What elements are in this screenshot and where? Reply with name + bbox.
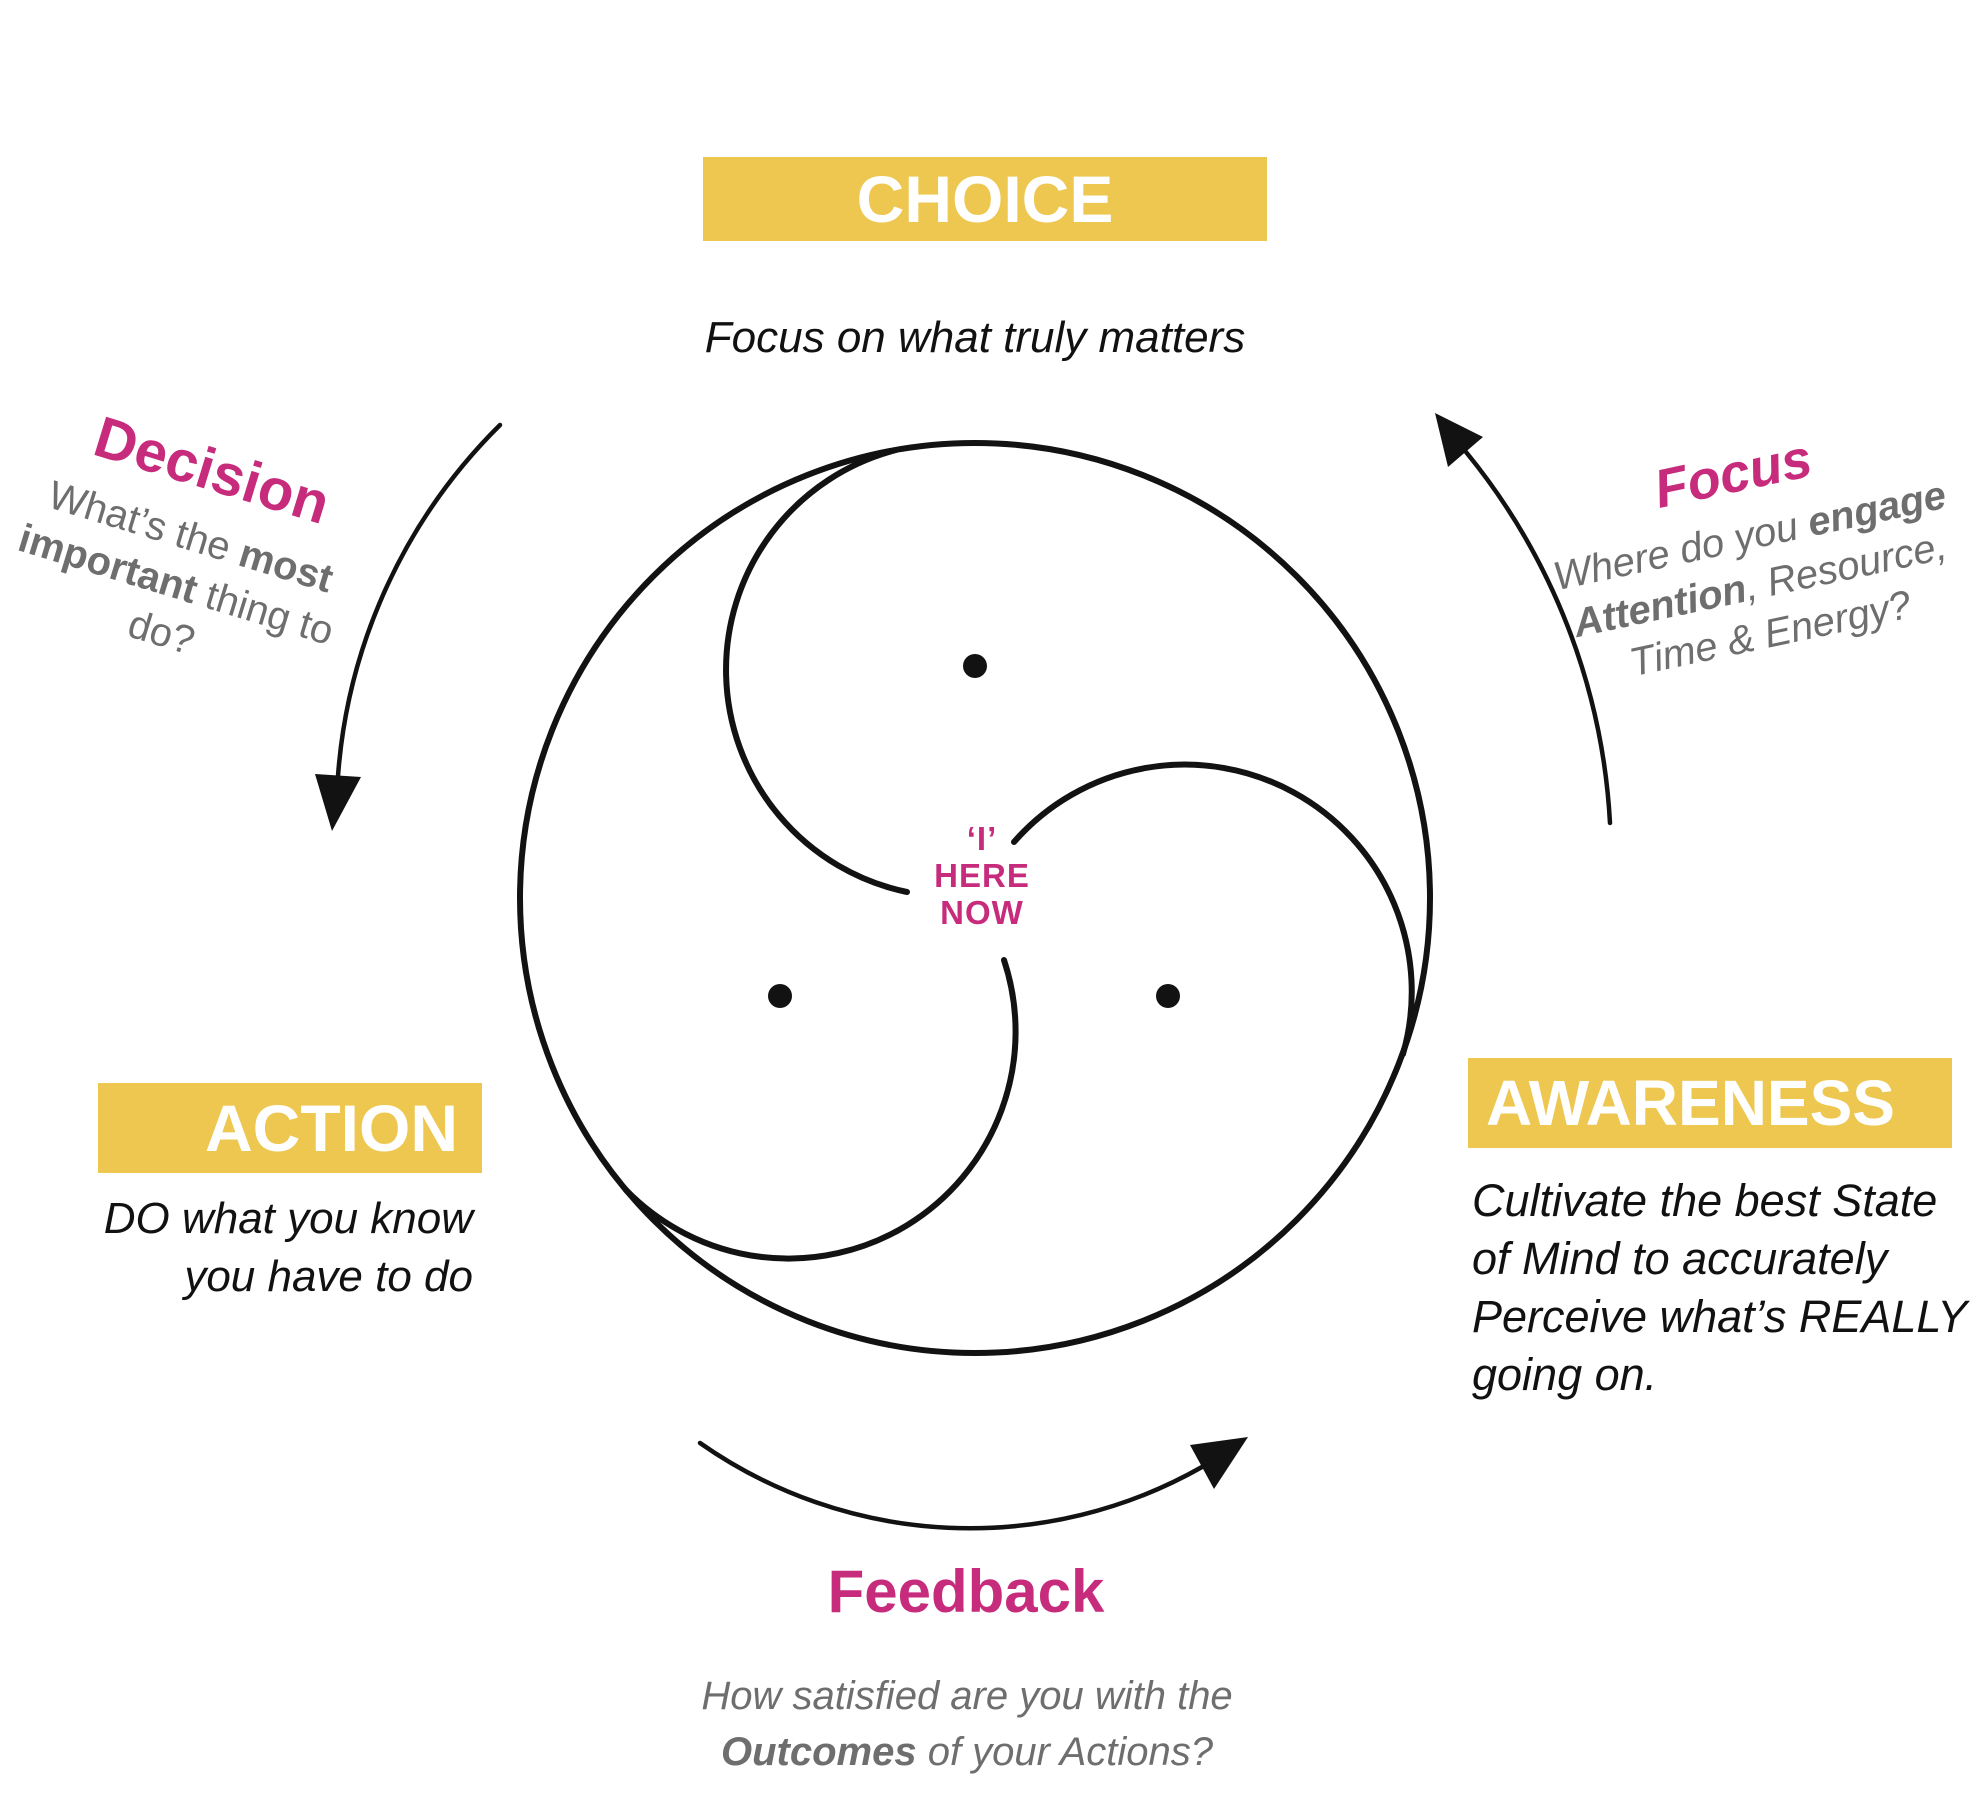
center-i-here-now-label: ‘I’ HERE NOW: [882, 820, 1082, 931]
feedback-caption-line2: Outcomes of your Actions?: [720, 1730, 1214, 1774]
awareness-caption: Cultivate the best State of Mind to accu…: [1472, 1172, 1974, 1404]
feedback-caption: How satisfied are you with the Outcomes …: [667, 1668, 1267, 1780]
center-line-i: ‘I’: [966, 820, 998, 857]
action-caption-line1: DO what you know: [103, 1194, 473, 1243]
dot-top: [963, 654, 987, 678]
arrowhead-focus-icon: [1435, 413, 1483, 467]
arrowhead-feedback-icon: [1190, 1437, 1248, 1489]
action-caption: DO what you know you have to do: [0, 1190, 473, 1306]
triskelion-arm-left: [623, 957, 1019, 1262]
awareness-caption-line1: Cultivate the best State: [1472, 1175, 1938, 1226]
arrow-focus-curve: [1463, 449, 1613, 826]
dot-left: [768, 984, 792, 1008]
arrow-decision-curve: [335, 422, 503, 779]
arrow-feedback-curve: [697, 1440, 1205, 1531]
awareness-caption-line2: of Mind to accurately: [1472, 1233, 1888, 1284]
feedback-label: Feedback: [827, 1558, 1105, 1625]
center-line-here: HERE: [934, 857, 1030, 894]
awareness-caption-line3: Perceive what’s REALLY: [1472, 1291, 1968, 1342]
choice-subtitle: Focus on what truly matters: [704, 313, 1246, 362]
outer-circle: [517, 440, 1433, 1356]
awareness-banner: AWARENESS: [1468, 1058, 1952, 1148]
action-banner: ACTION: [98, 1083, 482, 1173]
awareness-caption-line4: going on.: [1472, 1349, 1658, 1400]
arrowhead-decision-icon: [315, 774, 361, 831]
choice-banner: CHOICE: [703, 157, 1267, 241]
triskelion-arm-top: [723, 447, 910, 895]
action-caption-line2: you have to do: [184, 1252, 473, 1301]
dot-right: [1156, 984, 1180, 1008]
feedback-caption-line1: How satisfied are you with the: [701, 1674, 1233, 1718]
triskelion-arm-right: [1011, 761, 1415, 1057]
center-line-now: NOW: [940, 894, 1024, 931]
